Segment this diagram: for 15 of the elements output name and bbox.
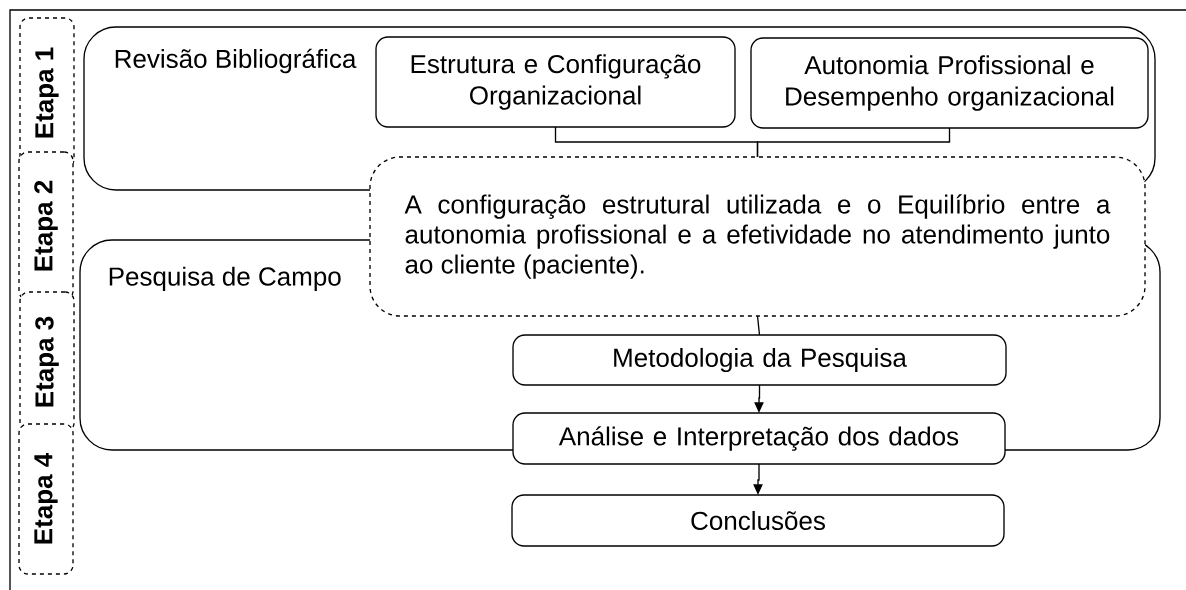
stage-box: Etapa 4 (18, 423, 74, 575)
process-box: Estrutura e Configuração Organizacional (375, 36, 736, 128)
process-box: Autonomia Profissional e Desempenho organizacional (750, 37, 1149, 129)
section-heading: Revisão Bibliográfica (115, 48, 357, 74)
process-box: Análise e Interpretação dos dados (512, 412, 1006, 465)
stage-box: Etapa 2 (18, 151, 74, 301)
process-box: Metodologia da Pesquisa (512, 334, 1007, 386)
section-heading: Pesquisa de Campo (109, 266, 341, 291)
stage-box: Etapa 3 (19, 291, 75, 433)
note-box: A configuração estrutural utilizada e o Equilíbrio entre a autonomia profissional e a efetividade no atendimento junto ao cliente (paciente). (369, 156, 1146, 317)
node-label: Etapa 4 (34, 452, 58, 544)
connector (756, 127, 951, 158)
connector (756, 315, 761, 336)
stage-box: Etapa 1 (19, 17, 75, 169)
process-box: Conclusões (511, 494, 1005, 547)
